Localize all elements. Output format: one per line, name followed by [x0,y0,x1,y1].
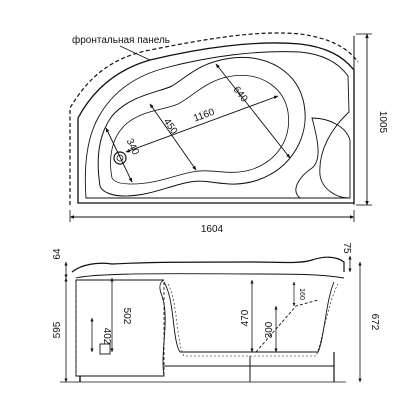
rim-height-right-label: 75 [341,242,352,254]
side-view [60,255,362,383]
rim-height-left-label: 64 [52,248,63,260]
drain-fitting-icon [99,343,111,355]
tub-rim-inner-line [84,51,350,199]
side-rim-top [71,256,345,273]
total-height-right-label: 672 [369,314,380,331]
basin-profile-inner [167,283,339,357]
total-height-left-label: 595 [52,321,63,338]
top-view [69,32,372,222]
tub-basin-bottom [110,74,290,185]
side-rim-lower [75,273,345,279]
small-end-width-label: 340 [124,137,141,157]
inner-width-large-label: 640 [230,84,249,104]
front-panel-side [75,279,165,377]
front-panel-label: фронтальная панель [72,34,170,46]
tub-outer-rim [77,42,355,204]
inner-width-small-label: 450 [161,117,180,137]
drain-height-label: 402 [101,328,112,345]
corner-seat [295,117,351,199]
dim-line-inner-length [125,95,279,153]
inner-length-label: 1160 [192,107,216,125]
seat-slope [255,299,319,353]
total-length-label: 1604 [201,224,224,235]
total-depth-label: 1005 [377,111,388,134]
inner-depth-left-label: 502 [121,308,132,325]
inner-depth-center-label: 470 [240,309,251,326]
front-panel-outline [69,32,359,205]
basin-profile [163,281,335,353]
apron-left [75,279,166,377]
label-leader [119,45,151,61]
dim-line-inner-width-small [149,103,197,171]
small-dim-label: 160 [298,288,305,300]
dim-line-small-end [105,127,133,183]
dim-line-inner-width-large [215,63,291,159]
seat-height-label: 300 [264,321,275,338]
